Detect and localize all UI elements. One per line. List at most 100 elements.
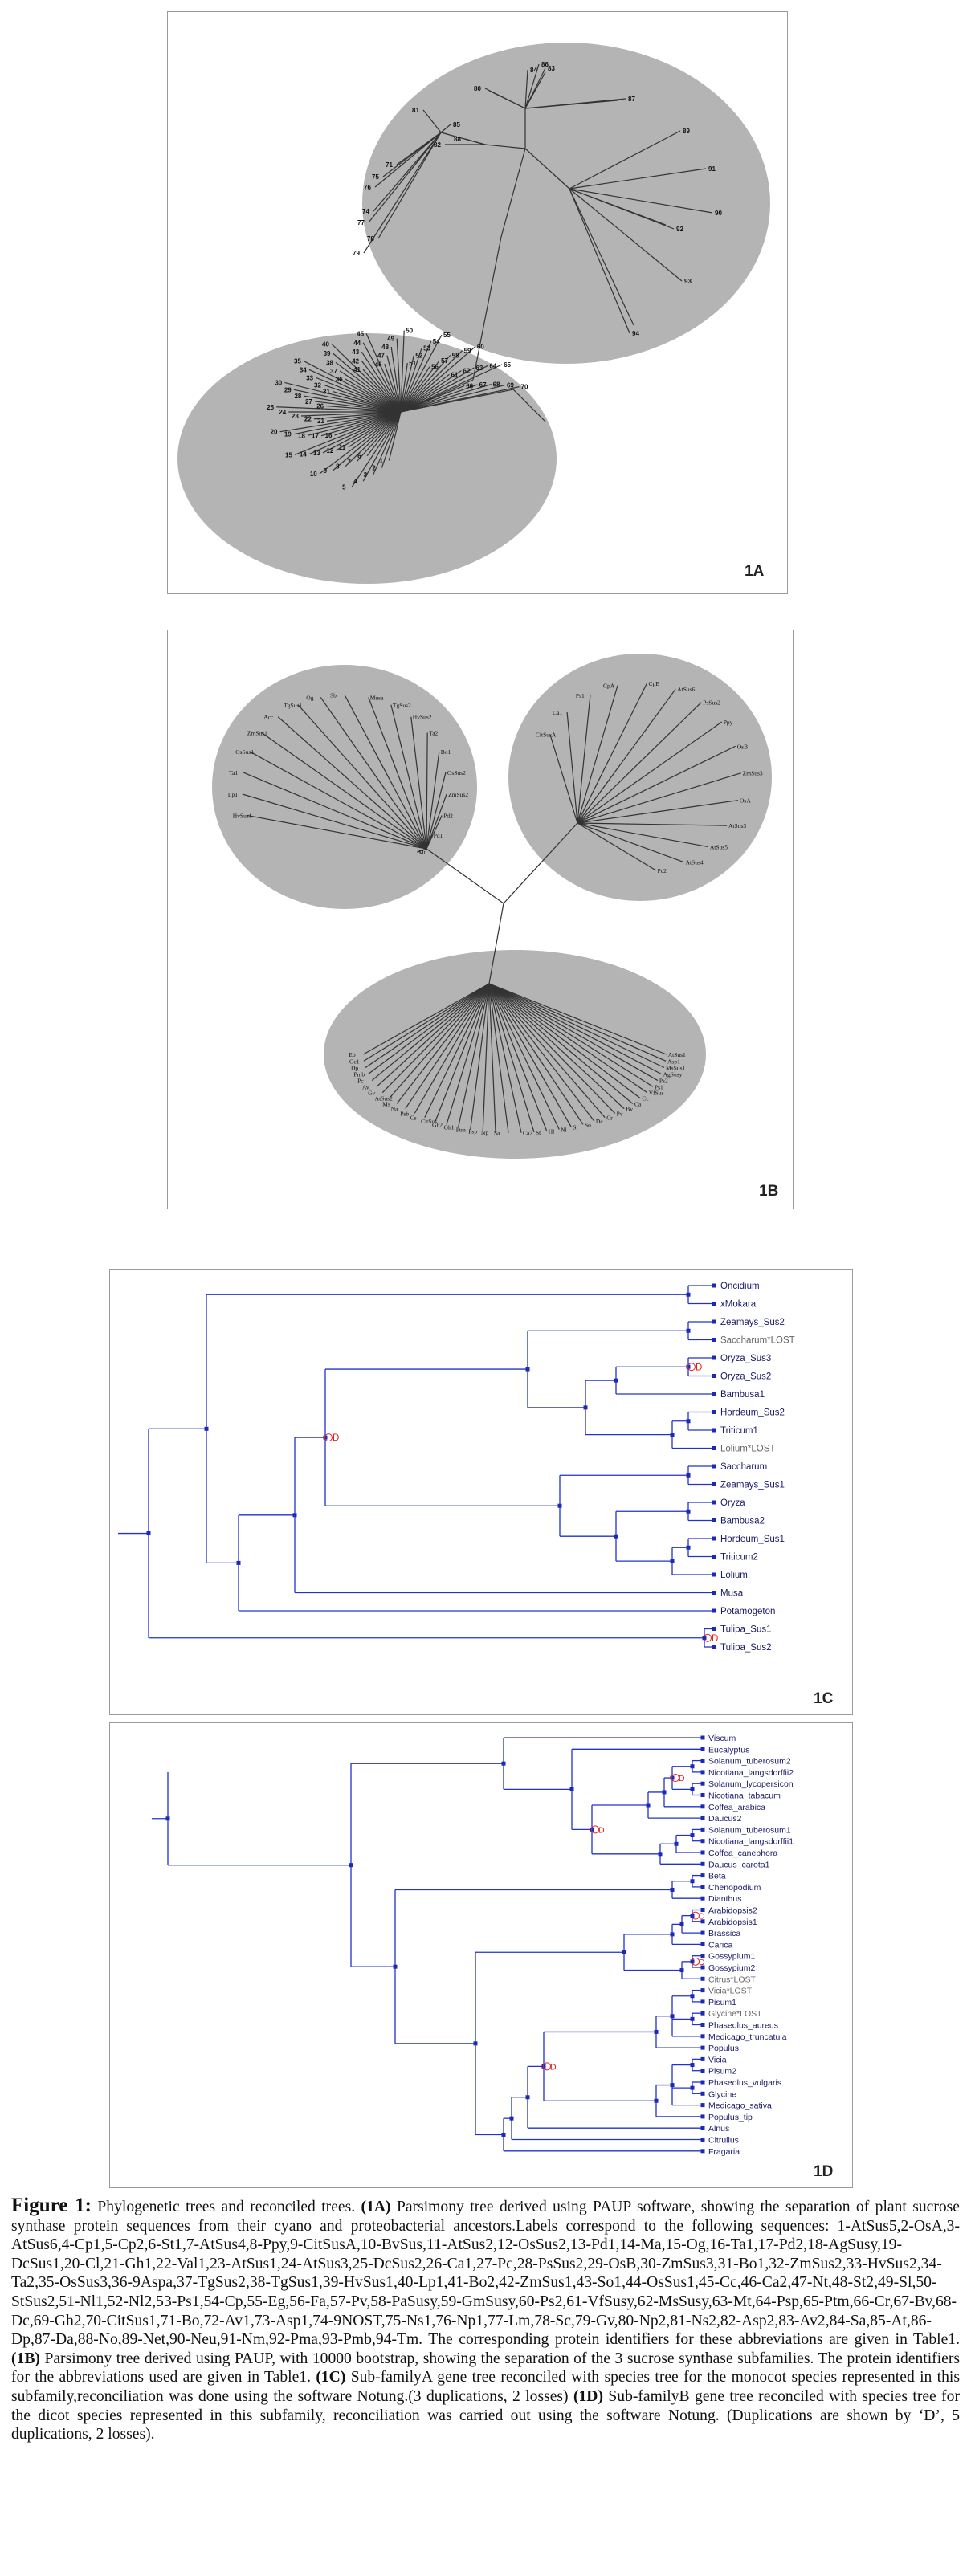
panel-label-1b: 1B: [759, 1183, 779, 1200]
leaf-label: CitSusA: [536, 732, 557, 739]
leaf-label: 49: [387, 336, 394, 343]
leaf-label: 11: [339, 444, 346, 451]
tree-node: [393, 1964, 398, 1969]
leaf-label: AtSus1: [668, 1051, 686, 1058]
leaf-node: [712, 1572, 716, 1577]
tree-branch: [482, 1050, 488, 1131]
tree-branch: [331, 344, 373, 385]
leaf-node: [700, 1759, 705, 1763]
leaf-label: 59: [464, 348, 471, 355]
leaf-label: 92: [676, 226, 683, 233]
leaf-label: 45: [357, 330, 364, 337]
tree-branch: [446, 1046, 471, 1125]
tree-branch: [402, 362, 408, 392]
tree-branch: [484, 88, 526, 109]
tree-node: [658, 1852, 663, 1857]
tree-branch: [249, 751, 348, 806]
leaf-node: [712, 1410, 716, 1414]
leaf-label: Cr: [606, 1115, 613, 1122]
leaf-node: [700, 1896, 705, 1901]
leaf-label: Fragaria: [708, 2147, 740, 2157]
tree-branch: [416, 850, 422, 853]
leaf-label: 51: [409, 360, 416, 367]
leaf-label: 86: [541, 61, 549, 68]
tree-branch: [313, 414, 365, 420]
leaf-node: [700, 2091, 705, 2096]
leaf-label: VfSus: [649, 1090, 664, 1097]
caption-tag-1c: (1C): [316, 2369, 346, 2386]
tree-branch: [433, 815, 443, 834]
tree-branch: [549, 734, 566, 784]
tree-branch: [488, 983, 516, 1050]
tree-branch: [400, 377, 403, 413]
leaf-label: Oryza_Sus3: [720, 1354, 771, 1363]
leaf-label: 10: [310, 471, 317, 478]
leaf-label: Solanum_tuberosum2: [708, 1757, 791, 1767]
leaf-label: ZmSus2: [448, 791, 468, 798]
leaf-label: Ms: [382, 1100, 390, 1107]
leaf-label: 83: [548, 65, 555, 72]
tree-node: [686, 1545, 691, 1550]
tree-branch: [390, 704, 411, 785]
tree-branch: [332, 390, 373, 404]
tree-branch: [425, 350, 463, 387]
leaf-node: [700, 2011, 705, 2016]
tree-branch: [553, 1037, 634, 1104]
tree-branch: [366, 430, 388, 457]
leaf-label: 47: [377, 353, 385, 360]
leaf-label: 85: [453, 121, 460, 128]
leaf-label: 52: [415, 353, 422, 360]
leaf-node: [700, 1747, 705, 1751]
tree-branch: [464, 138, 486, 145]
leaf-label: 16: [325, 432, 333, 439]
tree-branch: [488, 983, 564, 1031]
tree-branch: [569, 188, 675, 230]
leaf-label: Oc1: [349, 1058, 360, 1065]
tree-node: [690, 1833, 695, 1838]
caption-text-3: Parsimony tree derived using PAUP, with …: [11, 2350, 960, 2386]
tree-node: [292, 1513, 297, 1518]
tree-branch: [488, 983, 569, 1019]
leaf-label: 41: [353, 366, 361, 373]
tree-node: [686, 1509, 691, 1514]
tree-branch: [426, 732, 428, 797]
leaf-node: [700, 1954, 705, 1958]
leaf-label: Solanum_tuberosum1: [708, 1825, 791, 1835]
tree-branch: [644, 823, 728, 826]
leaf-label: Ps1: [655, 1083, 663, 1090]
panel-label-1d: 1D: [814, 2163, 834, 2180]
leaf-label: Hl: [549, 1128, 555, 1135]
tree-branch: [381, 434, 394, 468]
tree-branch: [569, 130, 681, 190]
tree-branch: [426, 842, 430, 850]
tree-branch: [409, 348, 422, 386]
tree-node: [501, 1761, 506, 1766]
leaf-label: 31: [323, 388, 330, 395]
tree-node: [670, 1559, 675, 1563]
tree-branch: [488, 983, 537, 1046]
leaf-label: 87: [628, 96, 635, 103]
tree-branch: [577, 768, 634, 824]
leaf-label: 71: [386, 161, 393, 169]
leaf-label: Arabidopsis1: [708, 1918, 757, 1927]
leaf-label: 6: [357, 453, 361, 460]
leaf-node: [712, 1464, 716, 1469]
tree-branch: [435, 772, 447, 815]
tree-branch: [569, 188, 634, 326]
leaf-label: 1: [379, 457, 383, 464]
tree-branch: [435, 1045, 466, 1122]
leaf-node: [700, 2056, 705, 2061]
tree-branch: [484, 144, 526, 149]
tree-branch: [562, 1029, 654, 1087]
leaf-label: Psb: [400, 1110, 409, 1117]
leaf-node: [700, 1804, 705, 1809]
tree-node: [473, 2041, 478, 2046]
tree-branch: [339, 370, 377, 396]
tree-branch: [368, 132, 442, 223]
tree-node: [662, 1790, 667, 1795]
tree-branch: [410, 784, 427, 850]
leaf-node: [700, 1781, 705, 1786]
tree-node: [686, 1328, 691, 1333]
leaf-node: [700, 1735, 705, 1740]
leaf-label: 94: [632, 330, 639, 337]
